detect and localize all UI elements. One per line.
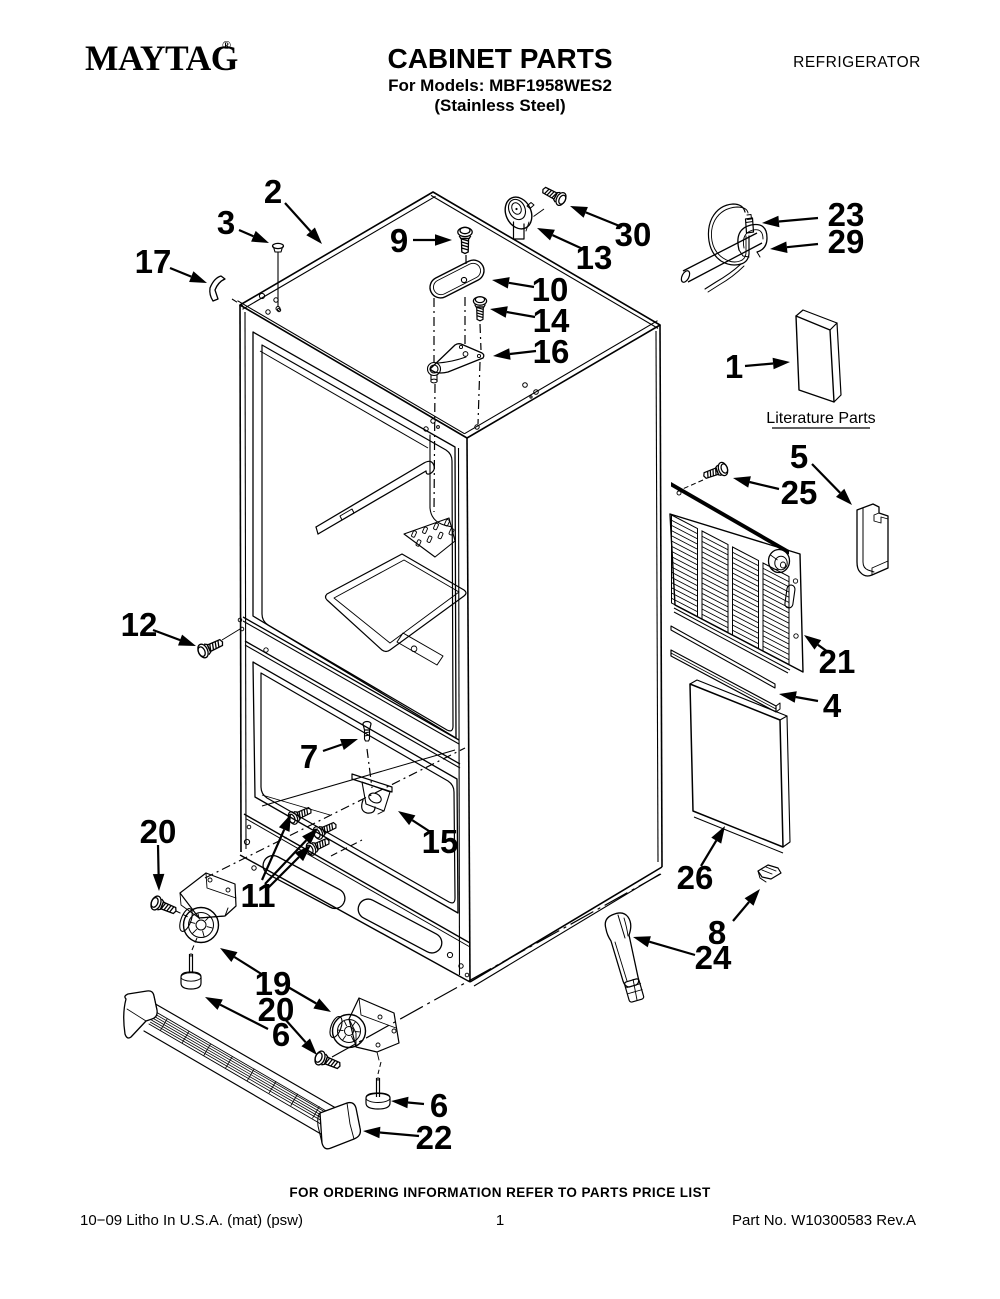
svg-text:6: 6 [272, 1016, 290, 1053]
svg-text:1: 1 [496, 1212, 504, 1229]
svg-text:9: 9 [390, 222, 408, 259]
svg-text:11: 11 [241, 877, 276, 914]
svg-text:13: 13 [576, 239, 613, 276]
svg-text:FOR ORDERING INFORMATION REFER: FOR ORDERING INFORMATION REFER TO PARTS … [289, 1185, 711, 1200]
svg-text:4: 4 [823, 687, 842, 724]
svg-text:(Stainless Steel): (Stainless Steel) [434, 96, 565, 115]
svg-text:10−09 Litho In U.S.A. (mat) (p: 10−09 Litho In U.S.A. (mat) (psw) [80, 1212, 303, 1229]
svg-text:30: 30 [615, 216, 652, 253]
svg-text:7: 7 [300, 738, 318, 775]
svg-text:25: 25 [781, 474, 818, 511]
svg-text:12: 12 [121, 606, 158, 643]
svg-text:2: 2 [264, 173, 282, 210]
svg-text:24: 24 [695, 939, 732, 976]
svg-text:Part No. W10300583 Rev.A: Part No. W10300583 Rev.A [732, 1212, 916, 1229]
svg-text:15: 15 [422, 823, 459, 860]
svg-text:MAYTAG: MAYTAG [85, 38, 238, 78]
svg-text:29: 29 [828, 223, 865, 260]
svg-text:For Models: MBF1958WES2: For Models: MBF1958WES2 [388, 76, 612, 95]
svg-text:5: 5 [790, 438, 808, 475]
svg-text:20: 20 [140, 813, 177, 850]
svg-text:CABINET PARTS: CABINET PARTS [387, 43, 612, 74]
svg-text:17: 17 [135, 243, 172, 280]
svg-text:22: 22 [416, 1119, 453, 1156]
svg-text:®: ® [222, 38, 231, 52]
svg-text:16: 16 [533, 333, 570, 370]
svg-text:3: 3 [217, 204, 235, 241]
svg-text:REFRIGERATOR: REFRIGERATOR [793, 54, 921, 71]
svg-text:26: 26 [677, 859, 714, 896]
svg-text:Literature Parts: Literature Parts [766, 410, 875, 427]
svg-text:1: 1 [725, 348, 743, 385]
